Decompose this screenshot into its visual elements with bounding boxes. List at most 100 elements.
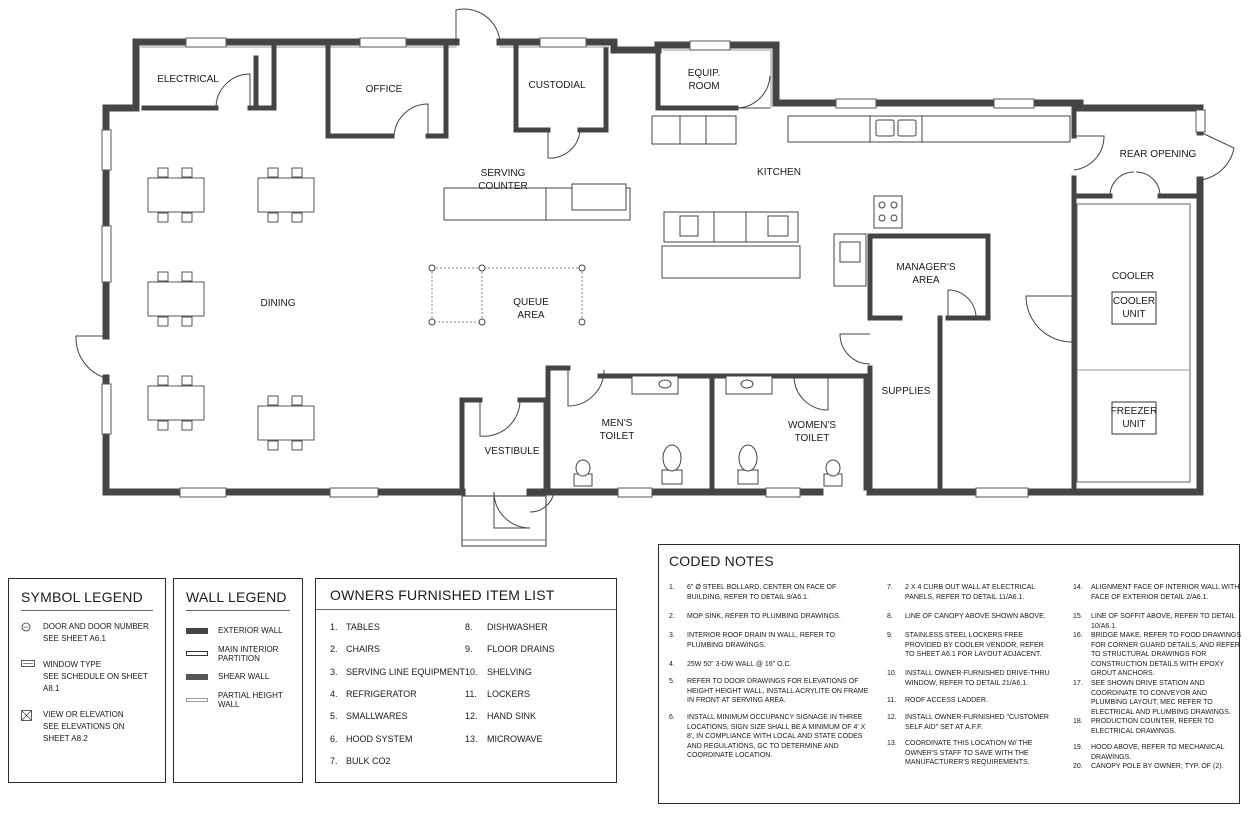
freezer-unit-box bbox=[1111, 401, 1157, 435]
room-label-custodial: CUSTODIAL bbox=[528, 80, 585, 91]
wall-legend-exterior: EXTERIOR WALL bbox=[186, 619, 290, 642]
room-label-manager-2: AREA bbox=[912, 275, 940, 286]
room-label-manager-1: MANAGER'S bbox=[896, 262, 955, 273]
list-item: 18.PRODUCTION COUNTER, REFER TO ELECTRIC… bbox=[1073, 718, 1214, 735]
equip-room-walls bbox=[655, 47, 739, 111]
coded-notes-col-1: 1.6" Ø STEEL BOLLARD, CENTER ON FACE OF … bbox=[669, 583, 869, 772]
list-item: 5.SMALLWARES bbox=[330, 711, 408, 722]
list-item: 10.INSTALL OWNER-FURNISHED DRIVE-THRU WI… bbox=[887, 670, 1050, 687]
exterior-wall bbox=[102, 38, 1204, 496]
list-item: 13.COORDINATE THIS LOCATION W/ THE OWNER… bbox=[887, 740, 1033, 766]
room-label-kitchen: KITCHEN bbox=[757, 167, 801, 178]
list-item: 3.INTERIOR ROOF DRAIN IN WALL, REFER TO … bbox=[669, 632, 836, 649]
cooler-unit-label-1: COOLER bbox=[1113, 296, 1155, 307]
room-label-serving-2: COUNTER bbox=[478, 181, 527, 192]
list-item: 6.HOOD SYSTEM bbox=[330, 733, 413, 744]
list-item: 14.ALIGNMENT FACE OF INTERIOR WALL WITH … bbox=[1073, 584, 1240, 601]
legend-window-line1: WINDOW TYPE bbox=[43, 660, 102, 669]
room-label-queue-2: AREA bbox=[517, 310, 545, 321]
manager-walls bbox=[867, 233, 991, 321]
list-item: 1.6" Ø STEEL BOLLARD, CENTER ON FACE OF … bbox=[669, 584, 837, 601]
window-type-icon bbox=[21, 659, 43, 668]
list-item: 10.SHELVING bbox=[465, 666, 532, 677]
list-item: 2.CHAIRS bbox=[330, 644, 381, 655]
legend-window-line2: SEE SCHEDULE ON SHEET A8.1 bbox=[43, 672, 148, 693]
entry-landing bbox=[461, 495, 547, 547]
list-item: 13.MICROWAVE bbox=[465, 733, 543, 744]
room-label-cooler: COOLER bbox=[1112, 271, 1154, 282]
room-label-womens-2: TOILET bbox=[795, 433, 830, 444]
wall-legend-title: WALL LEGEND bbox=[186, 589, 287, 605]
custodial-walls bbox=[513, 42, 609, 133]
cooler-unit-box bbox=[1111, 291, 1157, 325]
legend-door-line2: SEE SHEET A6.1 bbox=[43, 634, 106, 643]
list-item: 1.TABLES bbox=[330, 622, 380, 633]
room-label-office: OFFICE bbox=[366, 84, 403, 95]
room-label-serving-1: SERVING bbox=[481, 168, 526, 179]
list-item: 7.BULK CO2 bbox=[330, 755, 391, 766]
list-item: 8.LINE OF CANOPY ABOVE SHOWN ABOVE. bbox=[887, 613, 1046, 620]
list-item: 3.SERVING LINE EQUIPMENT bbox=[330, 666, 465, 677]
list-item: 11.ROOF ACCESS LADDER. bbox=[887, 697, 988, 704]
freezer-unit-label-1: FREEZER bbox=[1111, 406, 1158, 417]
queue-rails bbox=[431, 267, 583, 323]
wall-legend-partial: PARTIAL HEIGHT WALL bbox=[186, 688, 290, 711]
room-label-supplies: SUPPLIES bbox=[882, 386, 931, 397]
equip-shelf bbox=[651, 115, 737, 145]
partial-wall-swatch bbox=[186, 697, 208, 702]
list-item: 12.HAND SINK bbox=[465, 711, 537, 722]
legend-door-line1: DOOR AND DOOR NUMBER bbox=[43, 622, 149, 631]
list-item: 6.INSTALL MINIMUM OCCUPANCY SIGNAGE IN T… bbox=[669, 714, 866, 759]
floor-plan: ELECTRICAL OFFICE CUSTODIAL EQUIP. ROOM … bbox=[75, 8, 1235, 547]
coded-notes-title: CODED NOTES bbox=[669, 553, 774, 569]
list-item: 16.BRIDGE MAKE, REFER TO FOOD DRAWINGS F… bbox=[1073, 632, 1241, 677]
room-label-mens-2: TOILET bbox=[600, 431, 635, 442]
room-label-mens-1: MEN'S bbox=[602, 418, 633, 429]
wall-legend-partial-label: PARTIAL HEIGHT WALL bbox=[218, 690, 283, 709]
wall-legend: WALL LEGEND EXTERIOR WALL MAIN INTERIOR … bbox=[173, 578, 303, 783]
room-label-electrical: ELECTRICAL bbox=[157, 74, 219, 85]
list-item: 15.LINE OF SOFFIT ABOVE, REFER TO DETAIL… bbox=[1073, 613, 1236, 630]
list-item: 12.INSTALL OWNER-FURNISHED "CUSTOMER SEL… bbox=[887, 714, 1049, 731]
symbol-legend-title: SYMBOL LEGEND bbox=[21, 589, 143, 605]
legend-view-line1: VIEW OR ELEVATION bbox=[43, 710, 124, 719]
supplies-walls bbox=[867, 315, 943, 491]
coded-notes-columns: 1.6" Ø STEEL BOLLARD, CENTER ON FACE OF … bbox=[669, 583, 1241, 772]
door-number-icon bbox=[21, 621, 43, 632]
coded-notes: CODED NOTES 1.6" Ø STEEL BOLLARD, CENTER… bbox=[658, 544, 1241, 804]
legend-row-window: WINDOW TYPE SEE SCHEDULE ON SHEET A8.1 bbox=[21, 659, 153, 695]
list-item: 9.FLOOR DRAINS bbox=[465, 644, 555, 655]
wall-legend-shear: SHEAR WALL bbox=[186, 665, 290, 688]
list-item: 9.STAINLESS STEEL LOCKERS FREE PROVIDED … bbox=[887, 632, 1044, 658]
kitchen-counter-top bbox=[787, 115, 1071, 143]
cooler-freezer-interior bbox=[1076, 203, 1191, 483]
wall-legend-exterior-label: EXTERIOR WALL bbox=[218, 626, 283, 635]
list-item: 8.DISHWASHER bbox=[465, 622, 548, 633]
list-item: 19.HOOD ABOVE, REFER TO MECHANICAL DRAWI… bbox=[1073, 744, 1225, 761]
owners-furnished-list: OWNERS FURNISHED ITEM LIST 1.TABLES 8.DI… bbox=[315, 578, 617, 783]
room-label-womens-1: WOMEN'S bbox=[788, 420, 836, 431]
freezer-unit-label-2: UNIT bbox=[1122, 419, 1145, 430]
list-item: 5.REFER TO DOOR DRAWINGS FOR ELEVATIONS … bbox=[669, 678, 869, 704]
owners-list-grid: 1.TABLES 8.DISHWASHER 2.CHAIRS 9.FLOOR D… bbox=[330, 616, 602, 772]
list-item: 17.SEE SHOWN DRIVE STATION AND COORDINAT… bbox=[1073, 680, 1231, 716]
coded-notes-col-3: 14.ALIGNMENT FACE OF INTERIOR WALL WITH … bbox=[1073, 583, 1241, 772]
list-item: 7.2 X 4 CURB OUT WALL AT ELECTRICAL PANE… bbox=[887, 584, 1035, 601]
room-label-vestibule: VESTIBULE bbox=[484, 446, 539, 457]
list-item: 4.REFRIGERATOR bbox=[330, 689, 417, 700]
wall-legend-interior: MAIN INTERIOR PARTITION bbox=[186, 642, 290, 665]
wall-legend-shear-label: SHEAR WALL bbox=[218, 672, 270, 681]
cooler-unit-label-2: UNIT bbox=[1122, 309, 1145, 320]
dining-tables bbox=[147, 177, 315, 441]
room-label-dining: DINING bbox=[261, 298, 296, 309]
range bbox=[873, 195, 903, 229]
list-item: 20.CANOPY POLE BY OWNER, TYP. OF (2). bbox=[1073, 763, 1224, 770]
symbol-legend: SYMBOL LEGEND DOOR AND DOOR NUMBER SEE SH… bbox=[8, 578, 166, 783]
wall-legend-interior-label: MAIN INTERIOR PARTITION bbox=[218, 644, 279, 663]
room-label-rear-opening: REAR OPENING bbox=[1120, 149, 1197, 160]
vestibule-walls bbox=[459, 397, 549, 491]
list-item: 2.MOP SINK, REFER TO PLUMBING DRAWINGS. bbox=[669, 613, 841, 620]
room-label-queue-1: QUEUE bbox=[513, 297, 549, 308]
office-walls bbox=[325, 42, 449, 139]
